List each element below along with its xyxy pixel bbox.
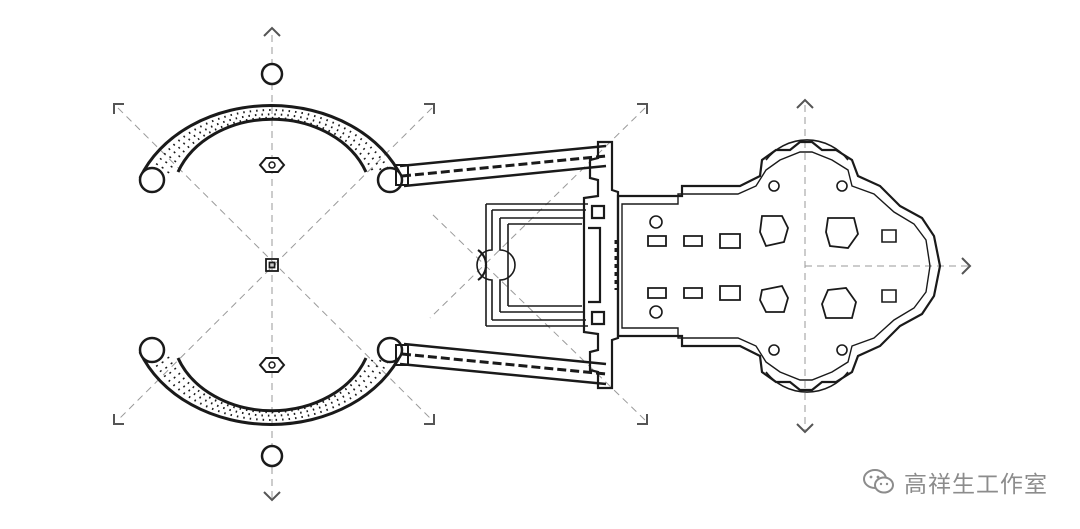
watermark: 高祥生工作室: [862, 465, 1048, 499]
watermark-text: 高祥生工作室: [904, 472, 1048, 498]
arrow-se: [424, 414, 435, 425]
lower-colonnade: [138, 336, 404, 468]
dome-drum: [765, 139, 849, 393]
arrow-ne-2: [637, 103, 648, 114]
arrow-bottom-right-axis: [796, 423, 814, 434]
arrow-east-axis: [961, 257, 972, 275]
arrow-ne: [424, 103, 435, 114]
direction-arrows: [113, 26, 972, 502]
facade: [582, 140, 620, 390]
arrow-top-right-axis: [796, 98, 814, 109]
arrow-top-left-axis: [263, 26, 281, 37]
arrow-sw: [113, 414, 124, 425]
center-obelisk: [265, 258, 279, 272]
wechat-icon: [863, 469, 894, 494]
guide-lines: [117, 35, 970, 500]
basilica: [614, 140, 942, 392]
upper-colonnade: [138, 62, 404, 194]
arrow-bottom-left-axis: [263, 491, 281, 502]
forecourt: [476, 203, 588, 327]
arrow-nw: [113, 103, 124, 114]
arrow-se-2: [637, 414, 648, 425]
corridors: [395, 144, 607, 386]
